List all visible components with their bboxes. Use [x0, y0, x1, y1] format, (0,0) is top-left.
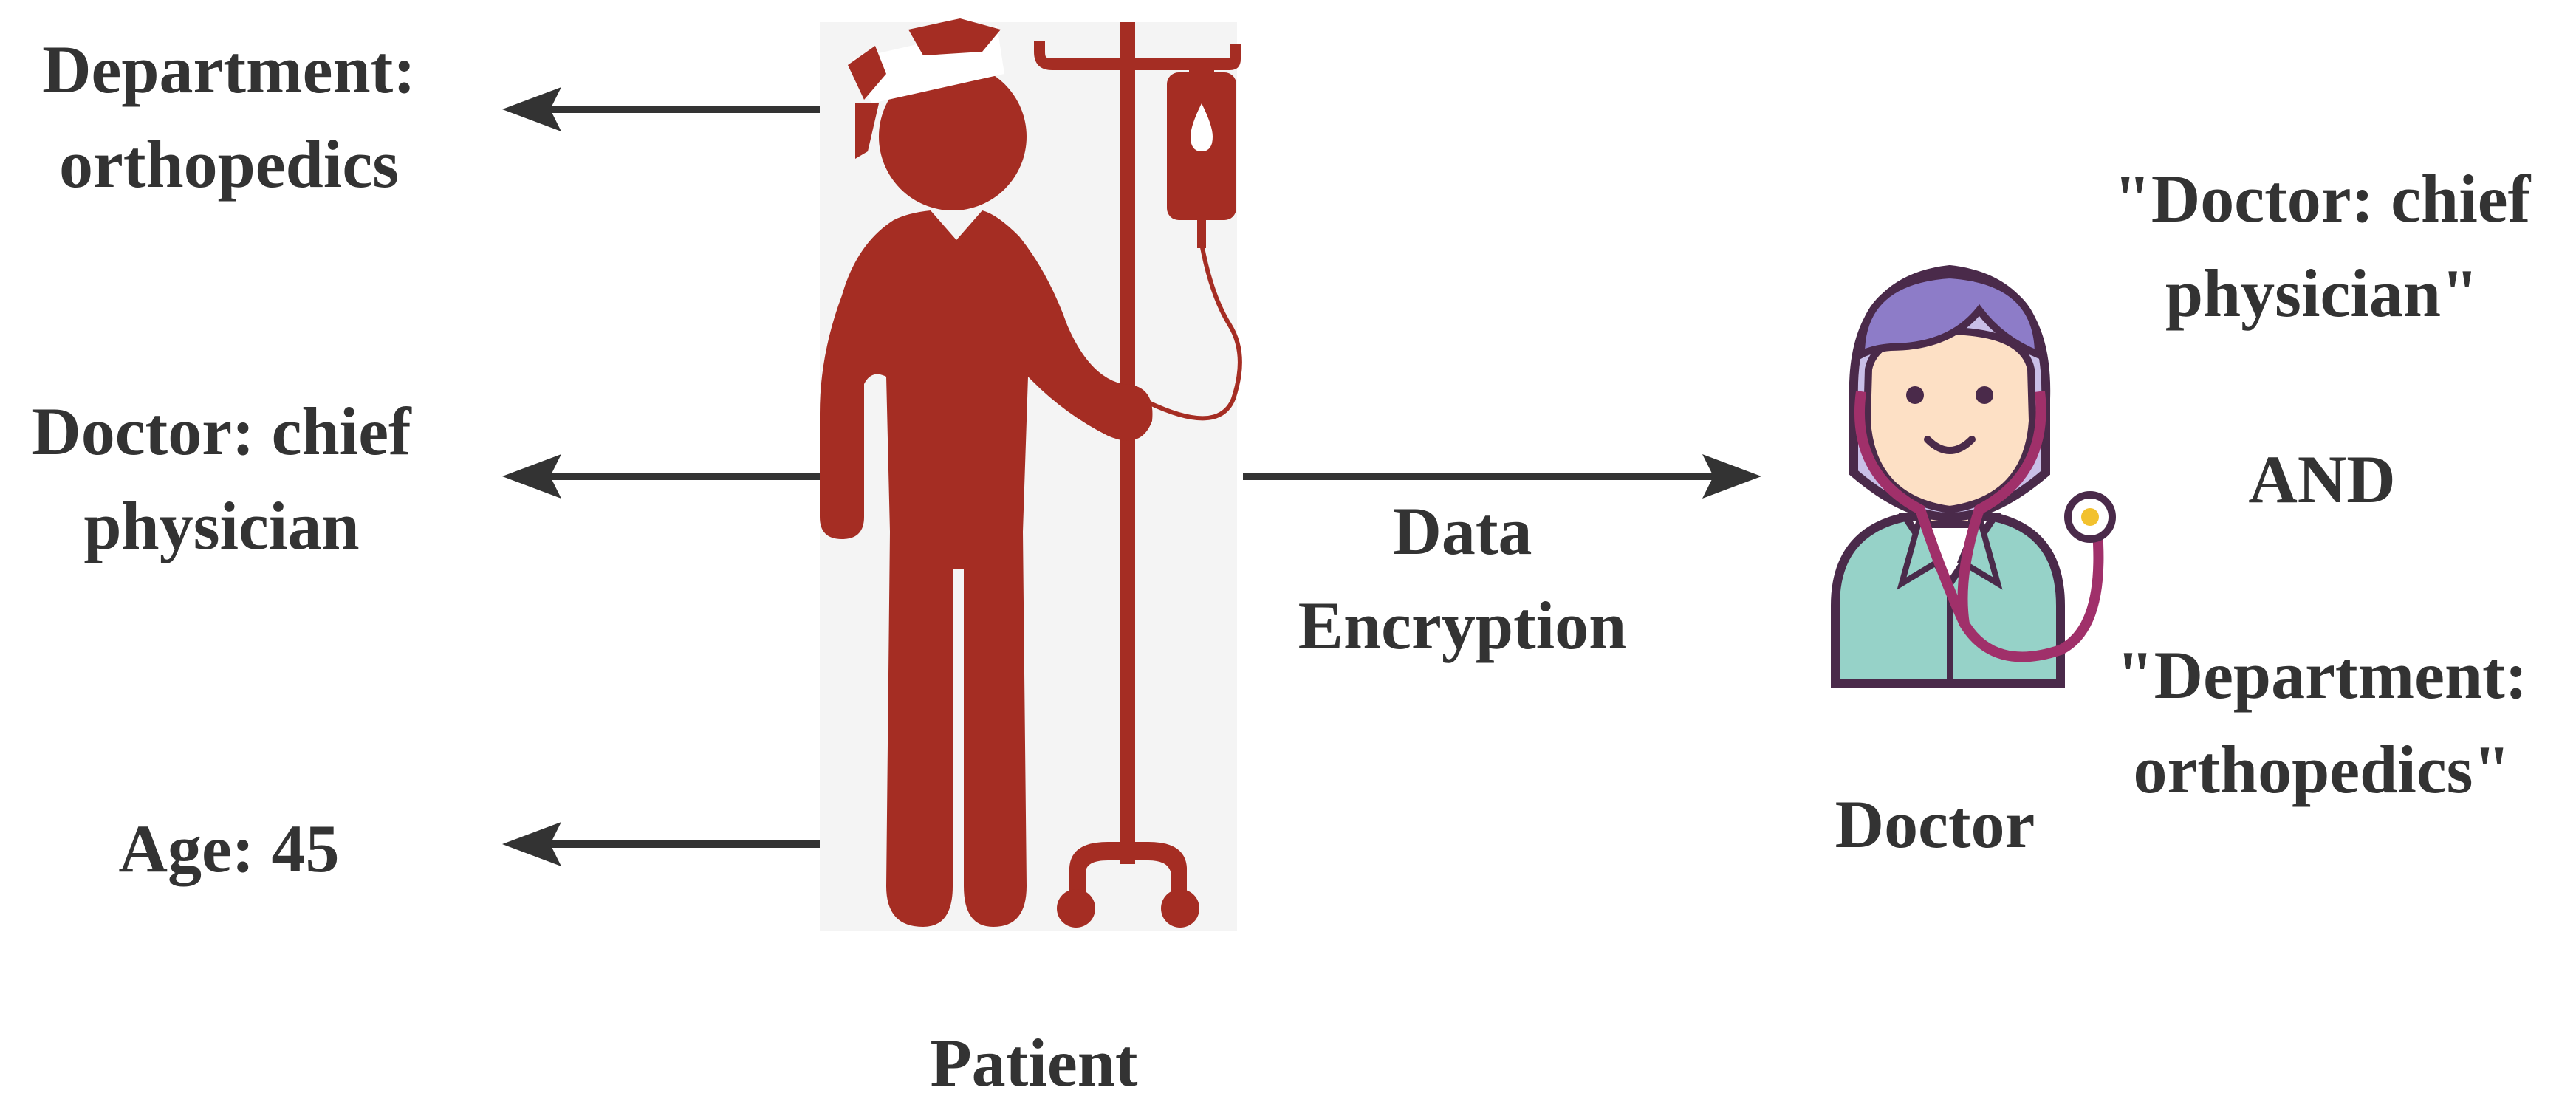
attribute-department: Department: orthopedics	[0, 22, 458, 211]
encryption-label-line2: Encryption	[1298, 588, 1627, 663]
policy-clause2-line1: "Department:	[2116, 637, 2528, 713]
attribute-age: Age: 45	[0, 801, 458, 896]
policy-clause-doctor: "Doctor: chief physician"	[2068, 151, 2576, 340]
policy-clause1-line2: physician"	[2165, 256, 2479, 331]
encryption-label-line1: Data	[1392, 493, 1532, 569]
attribute-department-line1: Department:	[42, 32, 416, 107]
encryption-arrow	[1243, 454, 1761, 499]
patient-illustration	[820, 18, 1242, 931]
policy-clause-department: "Department: orthopedics"	[2068, 628, 2576, 817]
doctor-label: Doctor	[1835, 787, 2035, 862]
policy-operator: AND	[2248, 442, 2396, 517]
attribute-doctor-line1: Doctor: chief	[32, 394, 411, 469]
arrow-to-doctor-attr	[502, 454, 820, 499]
doctor-illustration	[1831, 264, 2116, 688]
arrow-to-department	[502, 87, 820, 131]
policy-clause2-line2: orthopedics"	[2133, 732, 2511, 807]
patient-figure-icon	[820, 18, 1153, 927]
attribute-age-line1: Age: 45	[118, 811, 340, 886]
policy-clause1-line1: "Doctor: chief	[2113, 161, 2531, 236]
attribute-department-line2: orthopedics	[59, 126, 399, 202]
arrow-to-age	[502, 822, 820, 866]
attribute-doctor: Doctor: chief physician	[0, 384, 443, 573]
patient-label: Patient	[930, 1025, 1138, 1100]
encryption-label: Data Encryption	[1241, 484, 1684, 673]
drop-icon	[1191, 103, 1213, 151]
attribute-doctor-line2: physician	[83, 488, 360, 563]
